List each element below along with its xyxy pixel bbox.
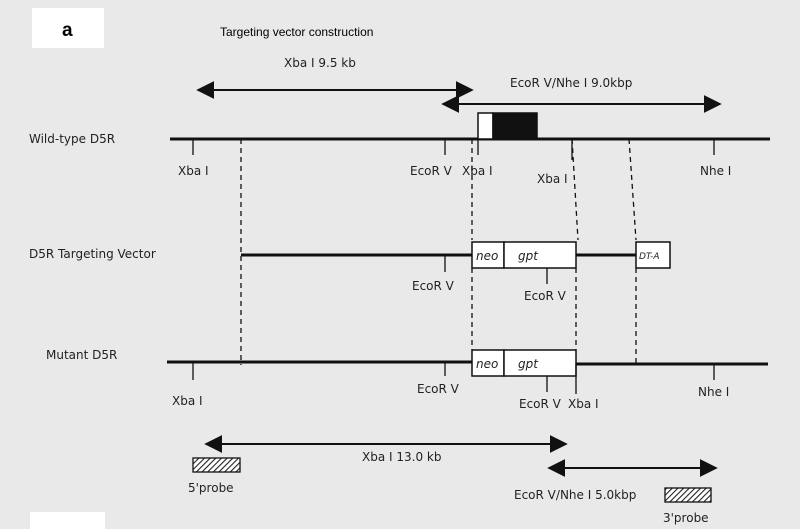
ecor-nhe-wt-arrow-label: EcoR V/Nhe I 9.0kbp [510,76,632,90]
exon-black [492,112,538,140]
xba-wt-arrow-label: Xba I 9.5 kb [284,56,356,70]
row-label-wildtype: Wild-type D5R [29,132,115,146]
mut-ecor-label-left: EcoR V [417,382,460,396]
homology-dashed-lines [240,138,637,365]
probe-3-box [664,487,712,503]
wt-xba-label-left: Xba I [178,164,209,178]
mut-xba-label-left: Xba I [172,394,203,408]
exon-white [477,112,494,140]
wt-xba-label-right: Xba I [537,172,568,186]
vector-gpt-box [503,241,577,269]
xba-mut-arrow-label: Xba I 13.0 kb [362,450,441,464]
probe-5-label: 5'probe [188,481,234,495]
panel-label-box [32,8,104,48]
mutant-neo-box [471,349,505,377]
row-label-vector: D5R Targeting Vector [29,247,156,261]
figure-title: Targeting vector construction [220,25,374,39]
bottom-white-box [30,512,105,529]
probe-3-label: 3'probe [663,511,709,525]
vec-ecor-label-left: EcoR V [412,279,455,293]
row-label-mutant: Mutant D5R [46,348,117,362]
mut-xba-label-right: Xba I [568,397,599,411]
mut-nhe-label: Nhe I [698,385,729,399]
vector-neo-box [471,241,505,269]
mutant-neo-label: neo [476,357,498,371]
dta-box [635,241,671,269]
wt-xba-label-mid: Xba I [462,164,493,178]
wt-nhe-label: Nhe I [700,164,731,178]
mutant-gpt-box [503,349,577,377]
mutant-gpt-label: gpt [518,357,539,371]
probe-5-box [192,457,241,473]
vec-ecor-label-right: EcoR V [524,289,567,303]
dta-label: DT-A [639,252,660,262]
vector-neo-label: neo [476,249,498,263]
mut-ecor-label-right: EcoR V [519,397,562,411]
wt-ecor-label: EcoR V [410,164,453,178]
panel-label: a [62,20,73,41]
ecor-nhe-mut-arrow-label: EcoR V/Nhe I 5.0kbp [514,488,636,502]
vector-gpt-label: gpt [518,249,539,263]
